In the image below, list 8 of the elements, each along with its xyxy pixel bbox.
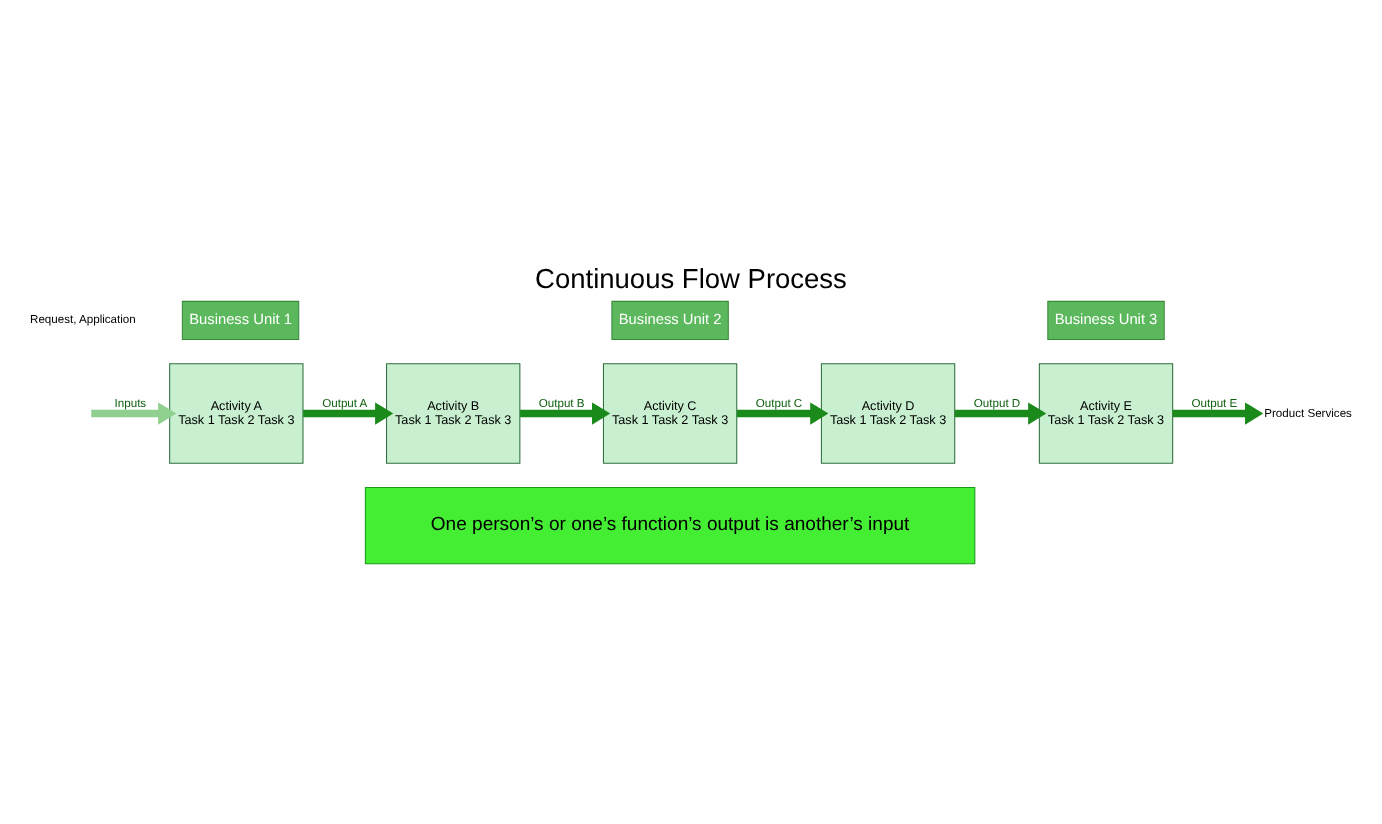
arrow bbox=[954, 401, 1047, 424]
arrow bbox=[1172, 401, 1264, 424]
arrow bbox=[303, 401, 394, 424]
arrow bbox=[520, 401, 611, 424]
arrow bbox=[737, 401, 829, 424]
diagram-title: Continuous Flow Process bbox=[535, 263, 847, 294]
arrow bbox=[91, 401, 177, 424]
node-box: One person’s or one’s function’s output is another’s input bbox=[364, 486, 976, 564]
